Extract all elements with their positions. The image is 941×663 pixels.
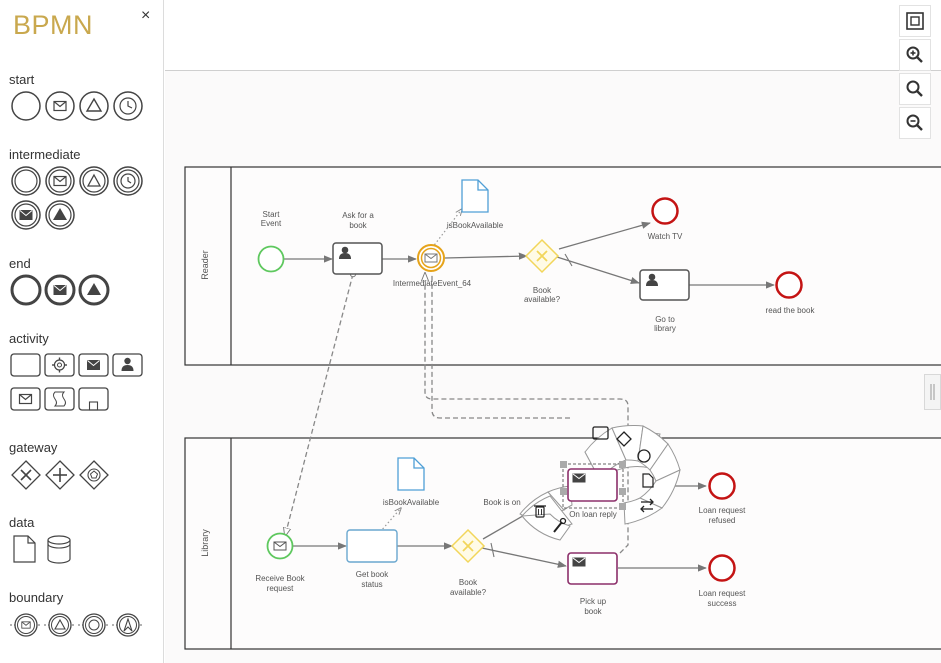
zoom-out-icon	[906, 114, 923, 131]
script-task-icon[interactable]	[44, 387, 75, 411]
intermediate-message-throw-icon[interactable]	[11, 200, 41, 230]
send-task-icon[interactable]	[78, 353, 109, 377]
zoom-reset-icon	[906, 80, 923, 97]
start-event-icon[interactable]	[11, 91, 41, 121]
intermediate-signal-catch-icon[interactable]	[79, 166, 109, 196]
intermediate-signal-throw-icon[interactable]	[45, 200, 75, 230]
intermediate-event-icon[interactable]	[11, 166, 41, 196]
zoom-in-button[interactable]	[899, 39, 931, 71]
boundary-timer-icon[interactable]	[78, 613, 110, 637]
intermediate-message-catch-icon[interactable]	[45, 166, 75, 196]
boundary-escalation-icon[interactable]	[112, 613, 144, 637]
section-label-gateway: gateway	[9, 440, 58, 455]
palette-icons	[10, 91, 144, 637]
section-label-data: data	[9, 515, 35, 530]
section-label-intermediate: intermediate	[9, 147, 81, 162]
zoom-in-icon	[906, 46, 923, 63]
start-signal-event-icon[interactable]	[79, 91, 109, 121]
data-store-icon[interactable]	[47, 535, 71, 564]
palette-title: BPMN	[13, 10, 94, 40]
intermediate-timer-icon[interactable]	[113, 166, 143, 196]
service-task-icon[interactable]	[44, 353, 75, 377]
receive-task-icon[interactable]	[10, 387, 41, 411]
boundary-signal-icon[interactable]	[44, 613, 76, 637]
end-signal-event-icon[interactable]	[78, 274, 110, 306]
section-label-start: start	[9, 72, 35, 87]
section-label-end: end	[9, 256, 31, 271]
event-gateway-icon[interactable]	[79, 460, 109, 490]
fit-icon	[906, 12, 924, 30]
canvas-header	[165, 0, 941, 71]
properties-panel-handle[interactable]	[924, 374, 941, 410]
zoom-reset-button[interactable]	[899, 73, 931, 105]
start-timer-event-icon[interactable]	[113, 91, 143, 121]
start-message-event-icon[interactable]	[45, 91, 75, 121]
task-icon[interactable]	[10, 353, 41, 377]
user-task-icon[interactable]	[112, 353, 143, 377]
bpmn-palette: BPMN × start intermediate end activity g…	[0, 0, 164, 663]
subprocess-icon[interactable]	[78, 387, 109, 411]
end-event-icon[interactable]	[10, 274, 42, 306]
end-message-event-icon[interactable]	[44, 274, 76, 306]
section-label-activity: activity	[9, 331, 49, 346]
diagram-canvas[interactable]	[165, 71, 941, 663]
zoom-out-button[interactable]	[899, 107, 931, 139]
section-label-boundary: boundary	[9, 590, 64, 605]
exclusive-gateway-icon[interactable]	[11, 460, 41, 490]
close-icon[interactable]: ×	[141, 7, 151, 24]
boundary-message-icon[interactable]	[10, 613, 42, 637]
parallel-gateway-icon[interactable]	[45, 460, 75, 490]
data-object-icon[interactable]	[13, 535, 36, 563]
fit-button[interactable]	[899, 5, 931, 37]
